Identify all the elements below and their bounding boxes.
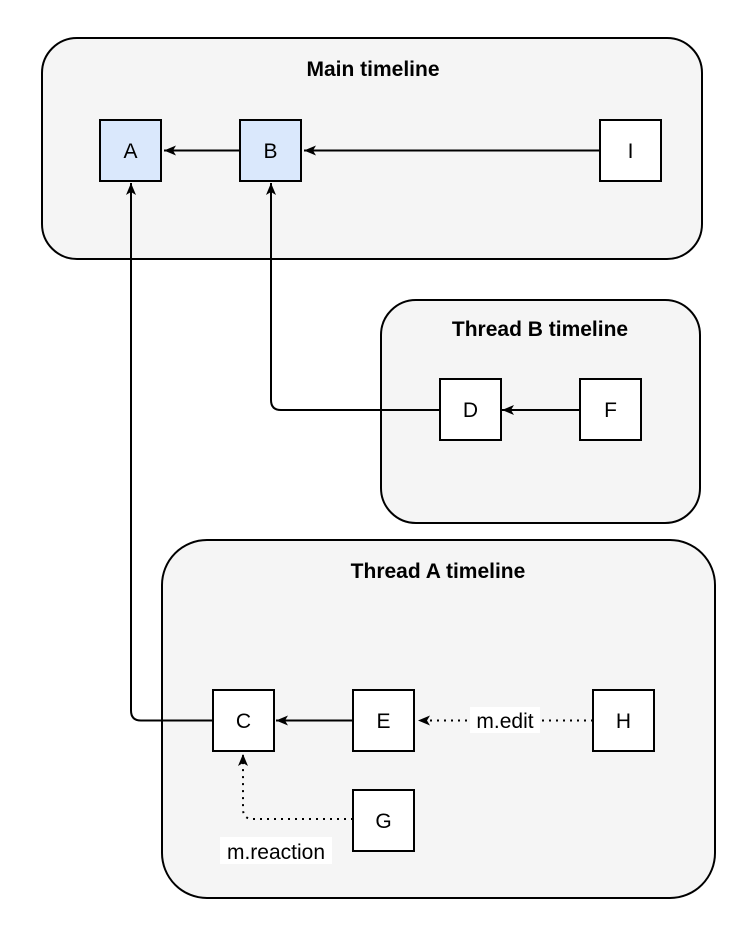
edge-C-to-A: [126, 183, 213, 722]
node-I-label: I: [628, 140, 634, 163]
node-A-box: [99, 119, 162, 182]
node-E: E: [352, 689, 415, 752]
node-E-box: [352, 689, 415, 752]
edge-label-m-edit-background: [470, 707, 540, 733]
node-F-label: F: [604, 399, 617, 422]
container-thread-a-timeline-title: Thread A timeline: [351, 560, 526, 583]
node-E-label: E: [376, 710, 390, 733]
node-C: C: [212, 689, 275, 752]
node-I-box: [599, 119, 662, 182]
container-thread-b-timeline-box: [380, 299, 701, 524]
node-F: F: [579, 378, 642, 441]
node-G-box: [352, 789, 415, 852]
node-D-label: D: [463, 399, 478, 422]
node-H-label: H: [616, 710, 631, 733]
edge-D-to-B: [266, 183, 440, 411]
edge-label-m-reaction: m.reaction: [220, 837, 332, 864]
container-thread-b-timeline: Thread B timeline: [380, 299, 701, 524]
node-G: G: [352, 789, 415, 852]
node-F-box: [579, 378, 642, 441]
container-main-timeline-box: [41, 37, 703, 260]
container-thread-a-timeline-box: [161, 539, 716, 899]
container-main-timeline: Main timeline: [41, 37, 703, 260]
node-A-label: A: [123, 140, 137, 163]
edge-label-m-reaction-background: [220, 837, 332, 864]
node-B-label: B: [263, 140, 277, 163]
node-D-box: [439, 378, 502, 441]
edge-label-m-reaction-text: m.reaction: [227, 841, 325, 864]
node-I: I: [599, 119, 662, 182]
node-G-label: G: [375, 810, 391, 833]
node-C-label: C: [236, 710, 251, 733]
node-H-box: [592, 689, 655, 752]
container-thread-b-timeline-title: Thread B timeline: [452, 318, 628, 341]
node-B-box: [239, 119, 302, 182]
node-C-box: [212, 689, 275, 752]
container-thread-a-timeline: Thread A timeline: [161, 539, 716, 899]
node-H: H: [592, 689, 655, 752]
edge-label-m-edit-text: m.edit: [476, 710, 533, 733]
node-D: D: [439, 378, 502, 441]
node-A: A: [99, 119, 162, 182]
container-main-timeline-title: Main timeline: [306, 58, 439, 81]
edge-label-m-edit: m.edit: [470, 707, 540, 733]
node-B: B: [239, 119, 302, 182]
